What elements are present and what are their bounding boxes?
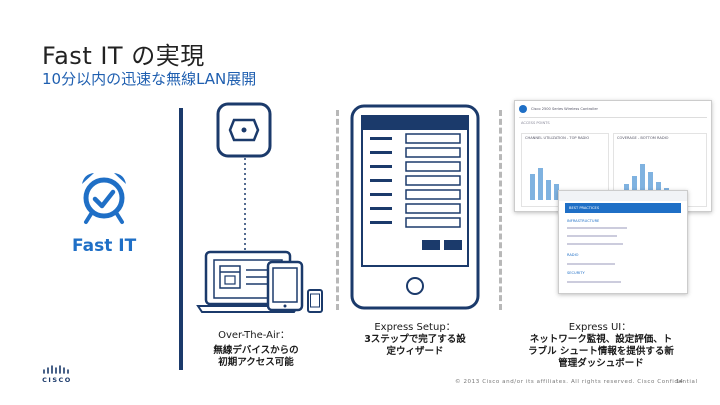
cisco-logo-text: CISCO (42, 376, 72, 384)
cisco-bridge-icon (42, 364, 72, 374)
ui-title: Express UI： (540, 318, 660, 333)
setup-caption: 3ステップで完了する設定ウィザード (362, 334, 468, 358)
dashed-divider-2 (499, 110, 502, 310)
sub-row: RADIO (567, 253, 578, 257)
left-divider-bar (179, 108, 183, 370)
alarm-clock-icon (76, 168, 132, 228)
page-number: 14 (676, 379, 683, 385)
fast-it-label: Fast IT (72, 236, 136, 256)
chart1-label: CHANNEL UTILIZATION - TOP RADIO (525, 136, 589, 140)
sub-panel-title: BEST PRACTICES (569, 206, 599, 210)
dashboard-app-title: Cisco 2500 Series Wireless Controller (531, 107, 598, 111)
cisco-logo: CISCO (42, 364, 72, 388)
dashboard-logo-icon (519, 105, 527, 113)
slide-subtitle: 10分以内の迅速な無線LAN展開 (42, 68, 256, 89)
sub-panel-header: BEST PRACTICES (565, 203, 681, 213)
setup-title: Express Setup： (360, 318, 470, 333)
sub-row: INFRASTRUCTURE (567, 219, 599, 223)
footer-copyright: © 2013 Cisco and/or its affiliates. All … (455, 379, 698, 385)
access-point-icon (216, 102, 272, 158)
setup-wizard-tablet (350, 104, 480, 310)
chart2-label: COVERAGE - BOTTOM RADIO (617, 136, 668, 140)
slide-title: Fast IT の実現 (42, 36, 205, 71)
ota-title: Over-The-Air： (204, 326, 304, 341)
ota-caption: 無線デバイスからの初期アクセス可能 (210, 345, 302, 369)
best-practices-screenshot: BEST PRACTICES INFRASTRUCTURE RADIO SECU… (558, 190, 688, 294)
devices-icon (196, 250, 332, 314)
dashed-divider-1 (336, 110, 339, 310)
dashboard-section-label: ACCESS POINTS (521, 121, 550, 125)
ui-caption: ネットワーク監視、設定評価、トラブル シュート情報を提供する新管理ダッシュボード (526, 334, 676, 370)
sub-row: SECURITY (567, 271, 585, 275)
